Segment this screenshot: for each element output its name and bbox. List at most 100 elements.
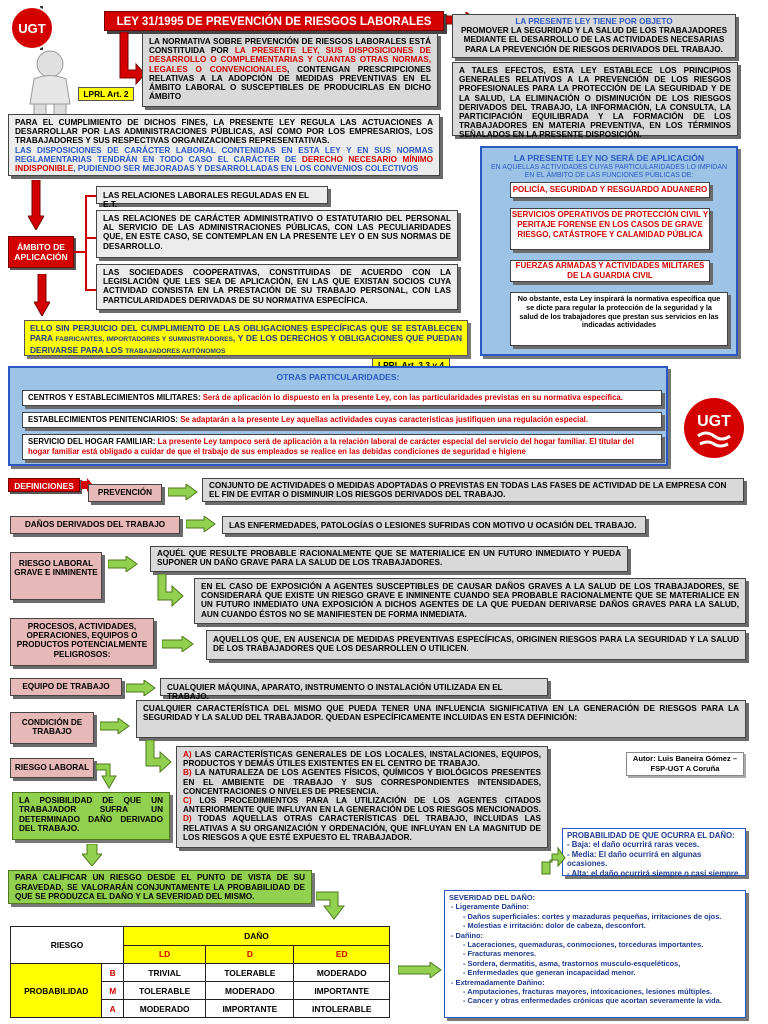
green-arrow-icon bbox=[99, 717, 130, 739]
matrix-cell: TRIVIAL bbox=[122, 963, 207, 982]
no-aplicacion-heading: LA PRESENTE LEY NO SERÁ DE APLICACIÓN bbox=[513, 153, 705, 163]
probabilidad-item: - Media: El daño ocurrirá en algunas oca… bbox=[567, 849, 702, 869]
probabilidad-item: - Alta: el daño ocurrirá siempre o casi … bbox=[567, 868, 741, 878]
otras-item-label: SERVICIO DEL HOGAR FAMILIAR: bbox=[28, 437, 158, 446]
objeto-heading: LA PRESENTE LEY TIENE POR OBJETO bbox=[515, 17, 673, 26]
probabilidad-heading: PROBABILIDAD DE QUE OCURRA EL DAÑO: bbox=[567, 831, 735, 840]
severidad-line: - Amputaciones, fracturas mayores, intox… bbox=[463, 987, 713, 997]
severidad-line: - Fracturas menores. bbox=[463, 949, 537, 959]
green-curved-arrow-icon bbox=[154, 573, 184, 613]
otras-item-text: Será de aplicación lo dispuesto en la pr… bbox=[202, 393, 623, 402]
condicion-item-key: D) bbox=[183, 814, 192, 824]
matrix-prob-label: PROBABILIDAD bbox=[9, 963, 103, 1018]
condicion-item: B) LA NATURALEZA DE LOS AGENTES FÍSICOS,… bbox=[183, 768, 541, 796]
def-text: CUALQUIER MÁQUINA, APARATO, INSTRUMENTO … bbox=[160, 678, 548, 701]
risk-matrix: RIESGO DAÑO LD D ED PROBABILIDAD B TRIVI… bbox=[9, 926, 390, 1018]
matrix-cell: TOLERABLE bbox=[205, 963, 295, 982]
svg-text:UGT: UGT bbox=[18, 21, 46, 36]
matrix-cell: IMPORTANTE bbox=[205, 999, 295, 1018]
normativa-text-1: LA NORMATIVA SOBRE PREVENCIÓN DE RIESGOS… bbox=[149, 37, 431, 56]
matrix-row-key: M bbox=[101, 981, 124, 1000]
severidad-line: - Laceraciones, quemaduras, conmociones,… bbox=[463, 940, 704, 950]
matrix-cell: IMPORTANTE bbox=[293, 981, 390, 1000]
otras-item-label: CENTROS Y ESTABLECIMIENTOS MILITARES: bbox=[28, 393, 203, 402]
lprl-art2-tag: LPRL Art. 2 bbox=[78, 87, 134, 101]
riesgo-def-box: LA POSIBILIDAD DE QUE UN TRABAJADOR SUFR… bbox=[12, 792, 170, 840]
def-title: RIESGO LABORAL bbox=[10, 758, 94, 778]
matrix-col-header: ED bbox=[293, 944, 390, 964]
severidad-box: SEVERIDAD DEL DAÑO: - Ligeramente Dañino… bbox=[444, 890, 746, 1018]
otras-panel: OTRAS PARTICULARIDADES: CENTROS Y ESTABL… bbox=[8, 366, 668, 466]
matrix-dano-label: DAÑO bbox=[123, 926, 390, 946]
ambito-label: ÁMBITO DE APLICACIÓN bbox=[8, 236, 74, 268]
condicion-item: D) TODAS AQUELLAS OTRAS CARACTERÍSTICAS … bbox=[183, 814, 541, 842]
condicion-item-text: TODAS AQUELLAS OTRAS CARACTERÍSTICAS DEL… bbox=[183, 814, 541, 842]
def-title: RIESGO LABORAL GRAVE E INMINENTE bbox=[10, 552, 102, 600]
matrix-cell: TOLERABLE bbox=[122, 981, 207, 1000]
matrix-cell: MODERADO bbox=[293, 963, 390, 982]
condicion-item-text: LOS PROCEDIMIENTOS PARA LA UTILIZACIÓN D… bbox=[183, 796, 541, 815]
sin-perjuicio-text-1: ELLO SIN PERJUICIO DEL CUMPLIMIENTO DE L… bbox=[30, 323, 462, 343]
matrix-col-header: D bbox=[205, 944, 295, 964]
condicion-item-key: C) bbox=[183, 796, 192, 806]
def-text: LAS ENFERMEDADES, PATOLOGÍAS O LESIONES … bbox=[222, 516, 646, 534]
condicion-item-text: LA NATURALEZA DE LOS AGENTES FÍSICOS, QU… bbox=[183, 768, 541, 796]
green-arrow-icon bbox=[167, 483, 198, 505]
severidad-line: - Extremadamente Dañino: bbox=[451, 977, 545, 987]
green-arrow-icon bbox=[185, 515, 216, 537]
objeto-box: LA PRESENTE LEY TIENE POR OBJETO PROMOVE… bbox=[452, 14, 736, 58]
matrix-row-key: A bbox=[101, 999, 124, 1018]
cumplimiento-text-3: DERECHO NECESARIO MÍNIMO INDISPONIBLE bbox=[15, 154, 433, 174]
condicion-item-key: B) bbox=[183, 768, 192, 778]
condicion-items-box: A) LAS CARACTERÍSTICAS GENERALES DE LOS … bbox=[176, 746, 548, 848]
def-text: CUALQUIER CARACTERÍSTICA DEL MISMO QUE P… bbox=[136, 700, 746, 738]
ambito-item: LAS RELACIONES LABORALES REGULADAS EN EL… bbox=[96, 186, 328, 209]
severidad-line: - Dañino: bbox=[451, 930, 484, 940]
severidad-line: - Sordera, dermatitis, asma, trastornos … bbox=[463, 958, 681, 968]
tales-efectos-box: A TALES EFECTOS, ESTA LEY ESTABLECE LOS … bbox=[452, 62, 738, 139]
sin-perjuicio-text-3: , Y DE LOS DERECHOS Y OBLIGACIONES QUE P… bbox=[30, 333, 462, 355]
severidad-line: - Enfermedades que generan incapacidad m… bbox=[463, 968, 636, 978]
calificar-box: PARA CALIFICAR UN RIESGO DESDE EL PUNTO … bbox=[8, 870, 312, 904]
objeto-text: PROMOVER LA SEGURIDAD Y LA SALUD DE LOS … bbox=[460, 26, 728, 54]
matrix-cell: MODERADO bbox=[122, 999, 207, 1018]
normativa-box: LA NORMATIVA SOBRE PREVENCIÓN DE RIESGOS… bbox=[142, 33, 438, 107]
normativa-text-2: LA PRESENTE LEY, SUS DISPOSICIONES DE DE… bbox=[149, 46, 431, 74]
cumplimiento-text-1: PARA EL CUMPLIMIENTO DE DICHOS FINES, LA… bbox=[15, 118, 433, 146]
no-aplicacion-panel: LA PRESENTE LEY NO SERÁ DE APLICACIÓN EN… bbox=[480, 146, 738, 356]
arrow-down-icon bbox=[33, 273, 51, 321]
green-curved-arrow-icon bbox=[142, 739, 172, 779]
otras-item: SERVICIO DEL HOGAR FAMILIAR: La presente… bbox=[22, 434, 662, 460]
cumplimiento-text-4: , PUDIENDO SER MEJORADAS Y DESARROLLADAS… bbox=[73, 164, 419, 174]
green-arrow-icon bbox=[107, 555, 138, 577]
def-text: AQUÉL QUE RESULTE PROBABLE RACIONALMENTE… bbox=[150, 546, 628, 572]
def-title: PROCESOS, ACTIVIDADES, OPERACIONES, EQUI… bbox=[10, 618, 154, 666]
condicion-item-text: LAS CARACTERÍSTICAS GENERALES DE LOS LOC… bbox=[183, 750, 541, 769]
sin-perjuicio-box: ELLO SIN PERJUICIO DEL CUMPLIMIENTO DE L… bbox=[24, 320, 468, 356]
condicion-item-key: A) bbox=[183, 750, 192, 759]
condicion-item: C) LOS PROCEDIMIENTOS PARA LA UTILIZACIÓ… bbox=[183, 796, 541, 814]
green-arrow-icon bbox=[125, 679, 156, 701]
no-aplicacion-item: POLICÍA, SEGURIDAD Y RESGUARDO ADUANERO bbox=[510, 182, 710, 198]
cumplimiento-text-2: LAS DISPOSICIONES DE CARÁCTER LABORAL CO… bbox=[15, 145, 433, 164]
matrix-cell: INTOLERABLE bbox=[293, 999, 390, 1018]
matrix-cell: MODERADO bbox=[205, 981, 295, 1000]
ambito-item: LAS RELACIONES DE CARÁCTER ADMINISTRATIV… bbox=[96, 210, 458, 258]
severidad-line: - Ligeramente Dañino: bbox=[451, 902, 530, 912]
severidad-line: - Daños superficiales: cortes y mazadura… bbox=[463, 911, 722, 921]
condicion-item: A) LAS CARACTERÍSTICAS GENERALES DE LOS … bbox=[183, 750, 541, 768]
arrow-down-icon bbox=[27, 179, 45, 235]
connector-lines bbox=[74, 190, 98, 305]
otras-item-label: ESTABLECIMIENTOS PENITENCIARIOS: bbox=[28, 415, 181, 424]
no-aplicacion-item: FUERZAS ARMADAS Y ACTIVIDADES MILITARES … bbox=[510, 260, 710, 282]
autor-box: Autor: Luis Baneira Gómez – FSP-UGT A Co… bbox=[626, 752, 744, 776]
normativa-text-3: , CONTENGAN PRESCRIPCIONES RELATIVAS A L… bbox=[149, 64, 431, 102]
ugt-logo: UGT bbox=[682, 396, 746, 460]
green-arrow-icon bbox=[161, 635, 194, 657]
definiciones-label: DEFINICIONES bbox=[8, 478, 80, 492]
def-title: CONDICIÓN DE TRABAJO bbox=[10, 712, 94, 744]
sin-perjuicio-text-4: TRABAJADORES AUTÓNOMOS bbox=[125, 348, 226, 355]
def-title: PREVENCIÓN bbox=[88, 484, 162, 502]
def-title: DAÑOS DERIVADOS DEL TRABAJO bbox=[10, 516, 180, 534]
matrix-row-key: B bbox=[101, 963, 124, 982]
